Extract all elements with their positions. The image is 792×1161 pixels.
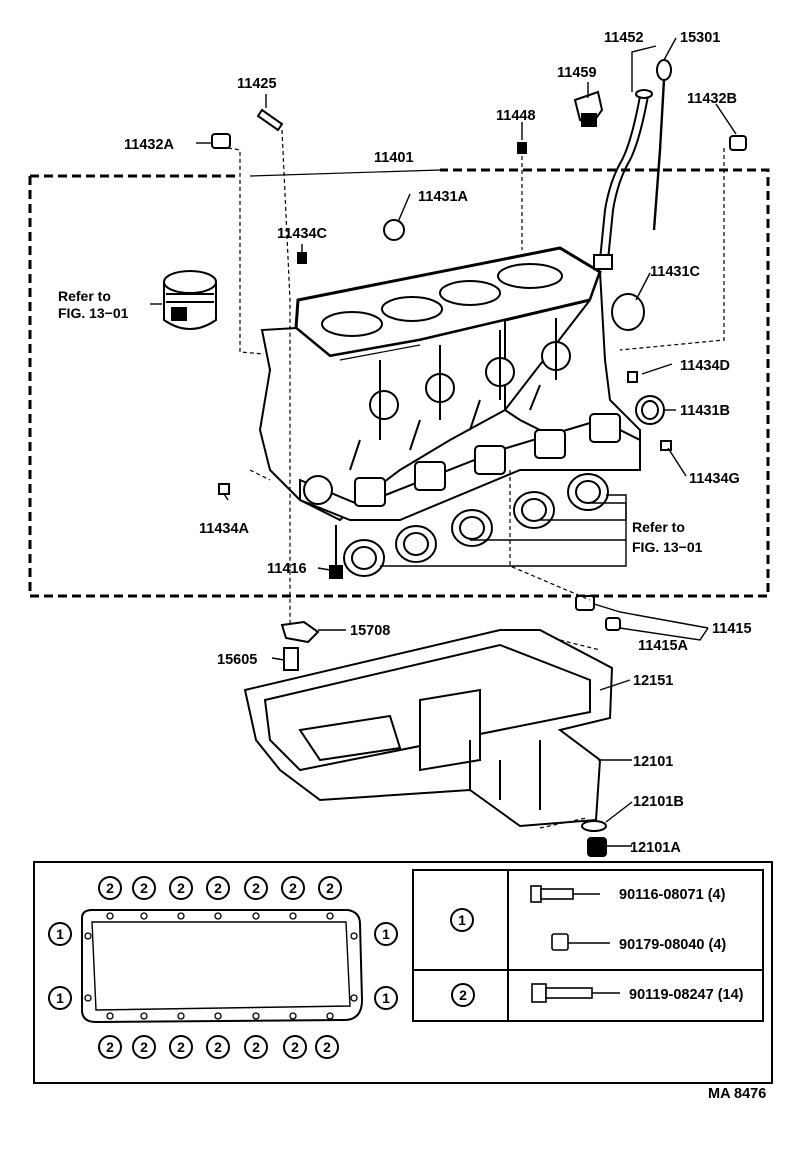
label-11432A: 11432A xyxy=(124,137,175,153)
gasket-bolt-holes xyxy=(84,912,358,1020)
figure-code: MA 8476 xyxy=(708,1086,766,1102)
marker-2: 2 xyxy=(169,876,193,900)
label-11434C: 11434C xyxy=(277,226,328,242)
label-11448: 11448 xyxy=(496,108,536,124)
svg-text:1: 1 xyxy=(382,990,390,1006)
svg-text:2: 2 xyxy=(177,1039,185,1055)
pan-gasket-outline xyxy=(81,909,364,1024)
svg-text:1: 1 xyxy=(56,990,64,1006)
label-15301: 15301 xyxy=(680,30,720,46)
marker-2: 2 xyxy=(169,1035,193,1059)
svg-text:2: 2 xyxy=(252,880,260,896)
legend-marker-cell-2: 2 xyxy=(451,983,475,1007)
pan-gasket-inner xyxy=(91,921,351,1011)
label-11431A: 11431A xyxy=(418,189,469,205)
cylinder-block xyxy=(258,246,641,522)
label-11434G: 11434G xyxy=(689,471,740,487)
label-11425: 11425 xyxy=(237,76,277,92)
marker-2: 2 xyxy=(98,876,122,900)
label-12151: 12151 xyxy=(633,673,673,689)
label-11431C: 11431C xyxy=(650,264,701,280)
label-12101B: 12101B xyxy=(633,794,684,810)
ref-piston-line2: FIG. 13−01 xyxy=(58,305,129,321)
marker-2: 2 xyxy=(244,1035,268,1059)
label-12101: 12101 xyxy=(633,754,673,770)
svg-text:2: 2 xyxy=(323,1039,331,1055)
label-11416: 11416 xyxy=(267,561,307,577)
svg-text:1: 1 xyxy=(458,912,466,928)
marker-2: 2 xyxy=(244,876,268,900)
marker-2: 2 xyxy=(281,876,305,900)
marker-2: 2 xyxy=(206,876,230,900)
label-11431B: 11431B xyxy=(680,403,730,419)
oil-pan xyxy=(243,629,614,828)
leader-lines xyxy=(150,37,737,847)
flange-bolt-icon xyxy=(530,885,600,903)
marker-2: 2 xyxy=(132,1035,156,1059)
bolt-legend-panel xyxy=(33,861,773,1084)
legend-marker-cell-1: 1 xyxy=(450,908,474,932)
svg-text:2: 2 xyxy=(326,880,334,896)
svg-text:2: 2 xyxy=(140,1039,148,1055)
leader-11401 xyxy=(249,169,441,177)
bearing-ref-brackets xyxy=(380,494,627,567)
label-12101A: 12101A xyxy=(630,840,681,856)
markers-top-row: 2 2 2 2 2 2 2 xyxy=(98,876,342,900)
svg-text:1: 1 xyxy=(56,926,64,942)
dipstick-assembly xyxy=(593,59,672,270)
piston-illustration xyxy=(163,270,217,330)
label-11401: 11401 xyxy=(374,150,414,166)
label-11415: 11415 xyxy=(712,621,752,637)
marker-2: 2 xyxy=(98,1035,122,1059)
block-boundary xyxy=(28,168,770,598)
ref-piston-line1: Refer to xyxy=(58,288,111,304)
marker-2: 2 xyxy=(132,876,156,900)
marker-1: 1 xyxy=(374,986,398,1010)
legend-part-90116: 90116-08071 (4) xyxy=(619,887,726,903)
marker-2: 2 xyxy=(315,1035,339,1059)
svg-text:2: 2 xyxy=(177,880,185,896)
svg-text:2: 2 xyxy=(459,987,467,1003)
markers-side: 1 1 1 1 xyxy=(48,922,398,1010)
dashed-leaders xyxy=(227,129,725,829)
legend-table xyxy=(412,869,764,1022)
bearing-caps xyxy=(354,413,621,507)
svg-text:2: 2 xyxy=(106,1039,114,1055)
label-15708: 15708 xyxy=(350,623,390,639)
label-11459: 11459 xyxy=(557,65,597,81)
svg-text:2: 2 xyxy=(214,880,222,896)
legend-part-90179: 90179-08040 (4) xyxy=(619,937,726,953)
marker-1: 1 xyxy=(48,922,72,946)
svg-text:2: 2 xyxy=(252,1039,260,1055)
clamp-11459 xyxy=(573,90,604,127)
markers-bottom-row: 2 2 2 2 2 2 2 xyxy=(98,1035,339,1059)
marker-2: 2 xyxy=(283,1035,307,1059)
label-11432B: 11432B xyxy=(687,91,737,107)
svg-text:2: 2 xyxy=(291,1039,299,1055)
ref-bearing-line2: FIG. 13−01 xyxy=(632,539,703,555)
ref-bearing-line1: Refer to xyxy=(632,519,685,535)
marker-1: 1 xyxy=(48,986,72,1010)
hex-nut-icon xyxy=(551,933,610,951)
label-11415A: 11415A xyxy=(638,638,689,654)
label-11434D: 11434D xyxy=(680,358,730,374)
long-bolt-icon xyxy=(531,983,620,1003)
label-15605: 15605 xyxy=(217,652,257,668)
svg-text:2: 2 xyxy=(214,1039,222,1055)
bearing-shells xyxy=(343,473,609,577)
small-parts xyxy=(211,108,747,857)
label-11434A: 11434A xyxy=(199,521,250,537)
marker-2: 2 xyxy=(206,1035,230,1059)
marker-2: 2 xyxy=(318,876,342,900)
marker-1: 1 xyxy=(374,922,398,946)
svg-text:1: 1 xyxy=(382,926,390,942)
svg-text:2: 2 xyxy=(106,880,114,896)
legend-part-90119: 90119-08247 (14) xyxy=(629,987,744,1003)
svg-text:2: 2 xyxy=(289,880,297,896)
svg-text:2: 2 xyxy=(140,880,148,896)
label-11452: 11452 xyxy=(604,30,644,46)
